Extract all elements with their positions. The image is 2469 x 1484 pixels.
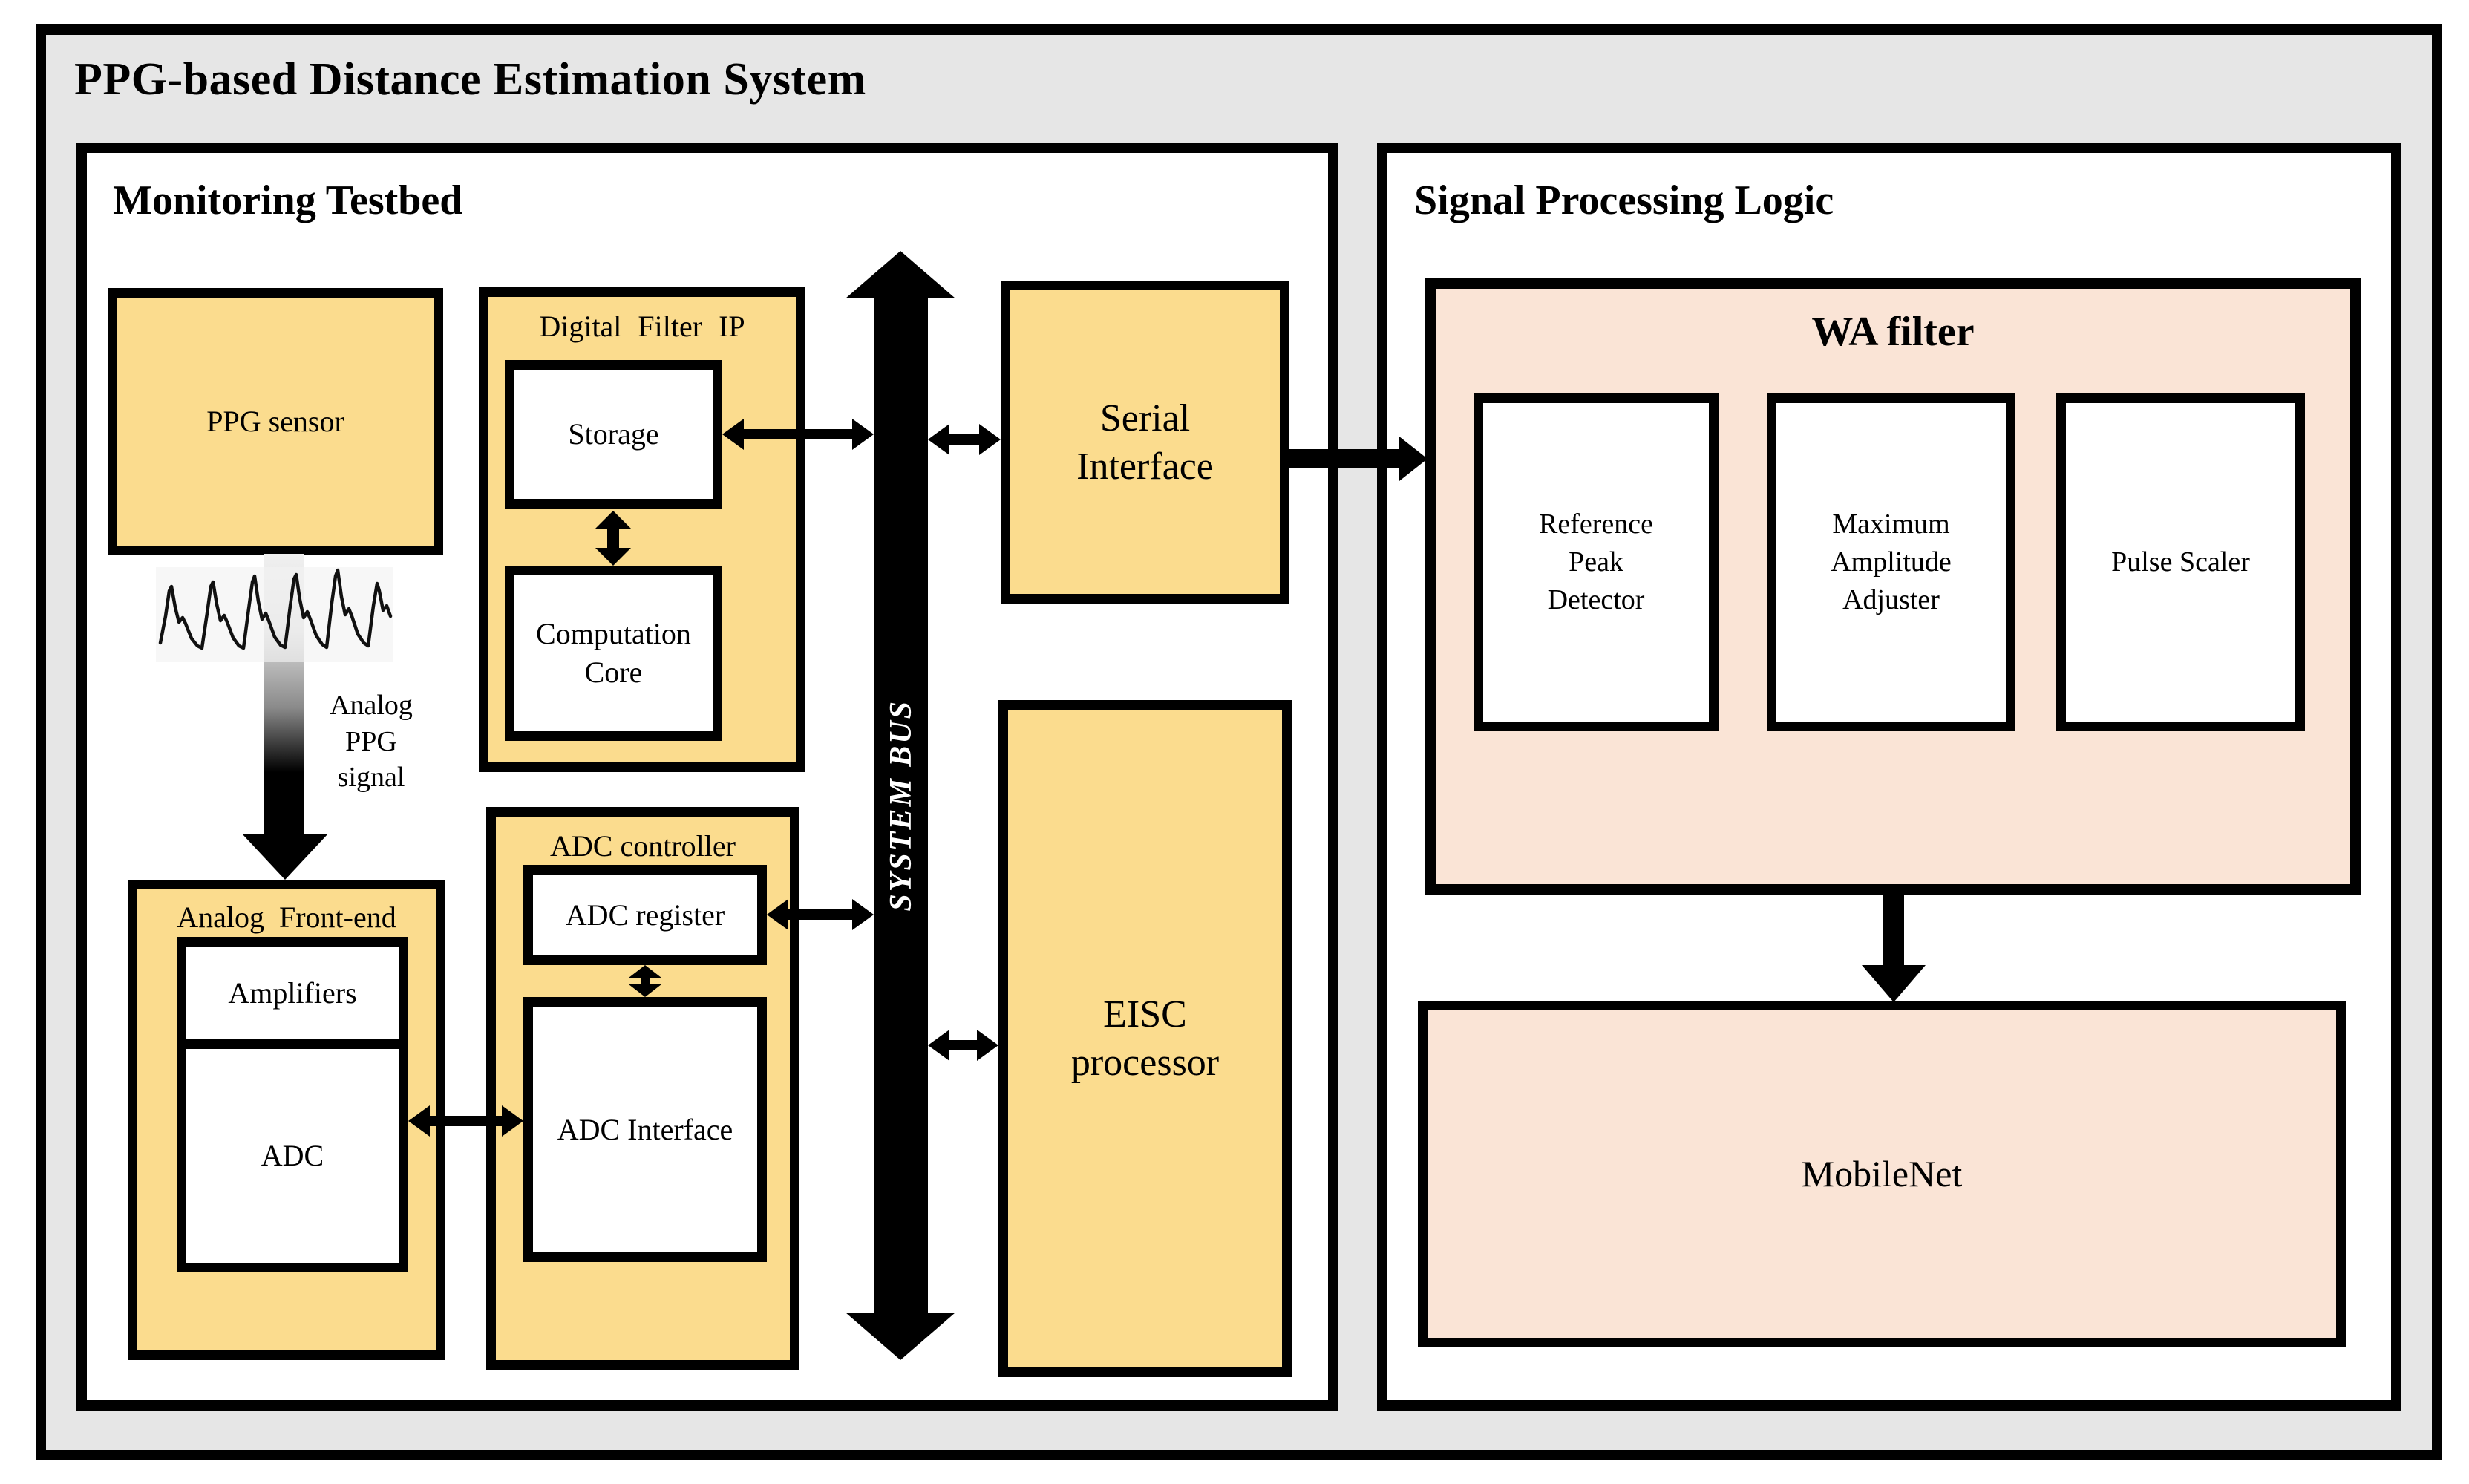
- adc-register-box: ADC register: [523, 865, 767, 965]
- system-bus-down-arrowhead-icon: [846, 1313, 955, 1360]
- analog-front-end-title: Analog Front-end: [177, 900, 396, 934]
- maximum-amplitude-adjuster-box: Maximum Amplitude Adjuster: [1767, 393, 2015, 731]
- ppg-waveform: [156, 567, 393, 662]
- ppg-sensor-box: PPG sensor: [108, 288, 443, 555]
- eisc-processor-label: EISC processor: [1070, 993, 1220, 1084]
- storage-box: Storage: [505, 360, 722, 509]
- adc-controller-title: ADC controller: [550, 829, 736, 863]
- arrow-adc-register-system-bus: [767, 898, 874, 931]
- mobilenet-label: MobileNet: [1801, 1153, 1963, 1194]
- system-bus-up-arrowhead-icon: [846, 251, 955, 298]
- analog-front-end-inner-box: Amplifiers ADC: [177, 937, 408, 1272]
- storage-label: Storage: [568, 417, 659, 451]
- mobilenet-box: MobileNet: [1418, 1001, 2346, 1347]
- maximum-amplitude-adjuster-label: Maximum Amplitude Adjuster: [1831, 508, 1952, 616]
- amplifiers-adc-divider: [186, 1039, 399, 1049]
- computation-core-box: Computation Core: [505, 566, 722, 741]
- system-bus-label: SYSTEM BUS: [883, 699, 918, 912]
- digital-filter-ip-title: Digital Filter IP: [539, 310, 745, 343]
- adc-interface-label: ADC Interface: [557, 1112, 733, 1146]
- pulse-scaler-box: Pulse Scaler: [2056, 393, 2305, 731]
- waveform-band: [156, 567, 393, 662]
- computation-core-label: Computation Core: [536, 617, 691, 689]
- system-bus-shaft: [874, 298, 928, 1313]
- monitoring-testbed-title: Monitoring Testbed: [113, 177, 463, 223]
- amplifiers-box: Amplifiers: [186, 947, 399, 1039]
- adc-box: ADC: [186, 1049, 399, 1263]
- serial-interface-box: Serial Interface: [1001, 281, 1289, 604]
- arrow-wa-filter-mobilenet: [1862, 895, 1926, 1002]
- arrow-adc-register-adc-interface: [629, 965, 661, 997]
- arrow-serial-interface-wa-filter: [1289, 437, 1428, 481]
- system-bus: SYSTEM BUS: [874, 298, 928, 1313]
- wa-filter-title: WA filter: [1811, 309, 1975, 355]
- serial-interface-label: Serial Interface: [1076, 396, 1214, 488]
- reference-peak-detector-label: Reference Peak Detector: [1539, 508, 1653, 616]
- arrow-adc-adc-interface: [408, 1105, 523, 1137]
- ppg-waveform-trace: [158, 568, 393, 650]
- analog-signal-arrowhead-icon: [242, 834, 328, 880]
- amplifiers-label: Amplifiers: [228, 975, 357, 1010]
- signal-processing-logic-title: Signal Processing Logic: [1414, 177, 1834, 223]
- arrow-system-bus-eisc-processor: [928, 1029, 998, 1062]
- ppg-sensor-label: PPG sensor: [206, 405, 344, 438]
- eisc-processor-box: EISC processor: [998, 700, 1292, 1377]
- arrow-storage-computation-core: [595, 511, 631, 566]
- adc-label: ADC: [261, 1139, 324, 1172]
- reference-peak-detector-box: Reference Peak Detector: [1474, 393, 1719, 731]
- arrow-storage-system-bus: [722, 418, 874, 451]
- adc-register-label: ADC register: [565, 898, 725, 932]
- analog-ppg-signal-label: Analog PPG signal: [330, 690, 413, 794]
- arrow-system-bus-serial-interface: [928, 423, 1001, 456]
- page-title: PPG-based Distance Estimation System: [74, 54, 866, 105]
- adc-interface-box: ADC Interface: [523, 997, 767, 1262]
- pulse-scaler-label: Pulse Scaler: [2111, 546, 2250, 578]
